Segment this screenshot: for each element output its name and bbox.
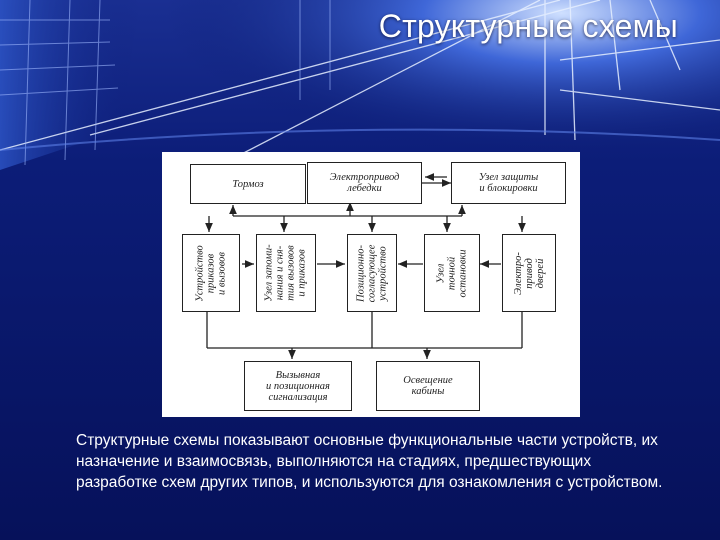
block-signaling: Вызывная и позиционная сигнализация xyxy=(244,361,352,411)
diagram-connectors xyxy=(205,173,526,359)
block-protection-unit: Узел защиты и блокировки xyxy=(451,162,566,204)
slide-description: Структурные схемы показывают основные фу… xyxy=(76,432,663,491)
block-position-matching-device: Позиционно- согласующее устройство xyxy=(347,234,397,312)
block-brake: Тормоз xyxy=(190,164,306,204)
block-door-drive: Электро- привод дверей xyxy=(502,234,556,312)
block-winch-drive: Электропривод лебедки xyxy=(307,162,422,204)
slide-title: Структурные схемы xyxy=(378,8,678,44)
block-precise-stop-unit: Узел точной остановки xyxy=(424,234,480,312)
block-diagram: Тормоз Электропривод лебедки Узел защиты… xyxy=(162,152,580,417)
block-command-device: Устройство приказов и вызовов xyxy=(182,234,240,312)
block-call-memory-unit: Узел запоми- нания и сня- тия вызовов и … xyxy=(256,234,316,312)
block-cabin-lighting: Освещение кабины xyxy=(376,361,480,411)
